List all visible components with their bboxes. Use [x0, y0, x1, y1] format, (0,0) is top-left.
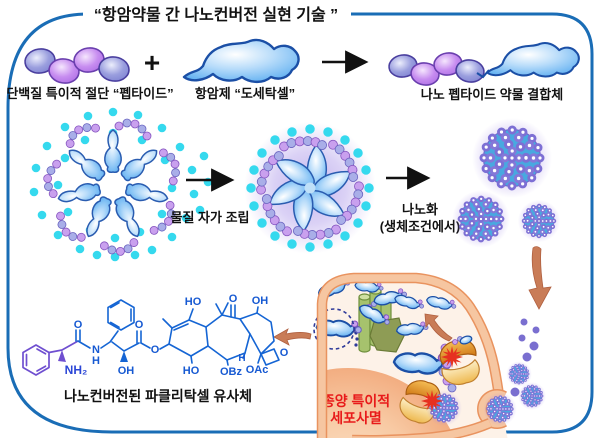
- atom-ketone-o: O: [229, 293, 238, 305]
- page-title: “항암약물 간 나노컨버전 실현 기술 ”: [94, 5, 338, 24]
- cell-nucleus: [322, 368, 464, 438]
- atom-oh1: OH: [118, 365, 135, 377]
- conjugate-group: [388, 41, 580, 86]
- atom-ho-bottom: HO: [183, 365, 200, 377]
- atom-n: N: [92, 344, 100, 356]
- atom-oh-top: OH: [252, 295, 269, 307]
- atom-ester-o: O: [151, 344, 160, 356]
- conjugate-blob: [486, 41, 580, 78]
- nanoparticles: [452, 118, 560, 248]
- taxane-part: [75, 299, 280, 366]
- microtubule-bundle: [369, 317, 405, 353]
- atom-oac: OAc: [246, 364, 269, 376]
- atom-ho-top: HO: [185, 296, 202, 308]
- nanoparticle-medium: [452, 190, 510, 248]
- atom-oxetane-o: O: [280, 347, 289, 359]
- nanoparticle-trail: [504, 318, 548, 412]
- frame-border: [6, 12, 594, 434]
- arrow-upleft-icon: [424, 313, 453, 342]
- self-assembly-cluster: [29, 107, 213, 264]
- nanoparticle-small: [518, 200, 560, 242]
- nanoparticle-large: [472, 118, 552, 198]
- plus-sign: +: [144, 47, 160, 78]
- entering-nanoparticle: [481, 390, 519, 428]
- arrow-left-icon: [273, 328, 312, 346]
- title-backdrop: [83, 3, 351, 25]
- assembly-label: 물질 자가 조립: [171, 210, 250, 225]
- atom-h: H: [92, 355, 100, 367]
- big-down-arrow-icon: [528, 246, 552, 310]
- micelle-pinwheel: [244, 122, 376, 254]
- cyan-dot-scatter: [29, 107, 213, 262]
- atom-obz: OBz: [220, 366, 243, 378]
- conjugate-label: 나노 펩타이드 약물 결합체: [421, 87, 563, 102]
- cleavage-scene: [392, 335, 484, 427]
- docetaxel-label: 항암제 “도세탁셀”: [195, 86, 295, 101]
- cell-death-label-line2: 세포사멸: [330, 410, 382, 426]
- cyan-dot-ring: [246, 124, 374, 252]
- atom-amide-o: O: [74, 319, 83, 331]
- tumor-cell: 종양 특이적 세포사멸: [313, 272, 519, 438]
- peptide-label: 단백질 특이적 절단 “펩타이드”: [6, 86, 173, 101]
- atom-nh2: NH₂: [65, 363, 88, 377]
- phenylalanine-part: [22, 340, 79, 376]
- structure-label: 나노컨버전된 파클리탁셀 유사체: [64, 388, 252, 404]
- docetaxel-blob: [182, 38, 300, 84]
- nanonization-label-line2: (생체조건에서): [380, 219, 460, 234]
- cell-death-label-line1: 종양 특이적: [322, 393, 390, 409]
- paclitaxel-structure: O N H NH₂ OH O O HO O OH HO OBz OAc H O: [22, 293, 289, 378]
- atom-ring-h: H: [238, 353, 245, 364]
- peptide-chain: [24, 47, 130, 84]
- dashed-circle: [313, 308, 355, 350]
- atom-ester-o-dbl: O: [135, 319, 144, 331]
- nanonization-label-line1: 나노화: [402, 202, 438, 217]
